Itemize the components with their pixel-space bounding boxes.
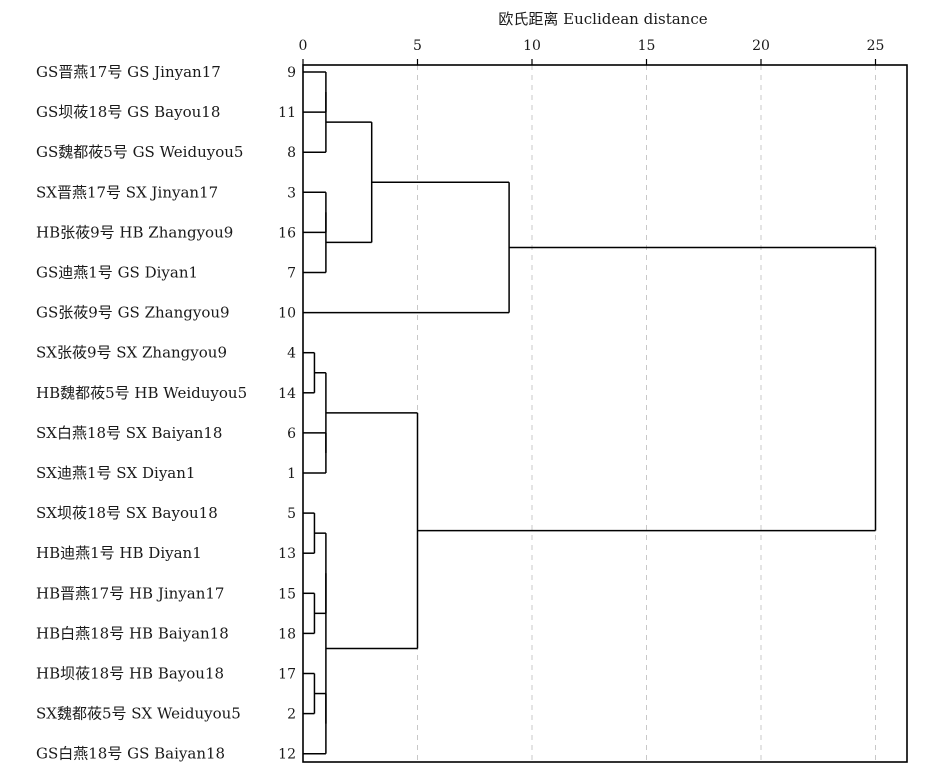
leaf-number: 13 bbox=[278, 546, 296, 562]
leaf-number: 5 bbox=[287, 506, 296, 522]
leaf-label: GS坝莜18号 GS Bayou18 bbox=[36, 103, 220, 121]
leaf-label: SX魏都莜5号 SX Weiduyou5 bbox=[36, 705, 241, 723]
leaf-label: GS魏都莜5号 GS Weiduyou5 bbox=[36, 143, 243, 161]
leaf-number: 11 bbox=[278, 105, 296, 121]
x-axis-ticks: 0 5 10 15 20 25 bbox=[299, 38, 885, 65]
leaf-label: SX迪燕1号 SX Diyan1 bbox=[36, 464, 195, 482]
plot-frame bbox=[302, 64, 908, 763]
leaf-number: 6 bbox=[287, 426, 296, 442]
leaf-number: 3 bbox=[287, 185, 296, 201]
leaf-number: 2 bbox=[287, 707, 296, 723]
x-tick-label: 0 bbox=[299, 38, 308, 54]
leaf-label: HB迪燕1号 HB Diyan1 bbox=[36, 544, 202, 562]
leaf-label: SX晋燕17号 SX Jinyan17 bbox=[36, 183, 218, 201]
leaf-number: 7 bbox=[287, 266, 296, 282]
leaf-label: GS白燕18号 GS Baiyan18 bbox=[36, 745, 225, 763]
leaf-number: 15 bbox=[278, 586, 296, 602]
leaf-label: HB魏都莜5号 HB Weiduyou5 bbox=[36, 384, 247, 402]
x-tick-label: 10 bbox=[523, 38, 541, 54]
leaf-label: GS晋燕17号 GS Jinyan17 bbox=[36, 63, 221, 81]
grid-lines bbox=[417, 65, 876, 762]
leaf-number: 10 bbox=[278, 306, 296, 322]
leaf-label: GS迪燕1号 GS Diyan1 bbox=[36, 264, 198, 282]
leaf-number: 8 bbox=[287, 145, 296, 161]
leaf-label: HB坝莜18号 HB Bayou18 bbox=[36, 665, 224, 683]
leaf-label: HB张莜9号 HB Zhangyou9 bbox=[36, 223, 233, 241]
x-tick-label: 20 bbox=[752, 38, 770, 54]
dendrogram-branches bbox=[303, 71, 877, 755]
leaf-number: 4 bbox=[287, 346, 296, 362]
x-tick-label: 5 bbox=[413, 38, 422, 54]
leaf-number: 17 bbox=[278, 667, 296, 683]
leaf-label: HB白燕18号 HB Baiyan18 bbox=[36, 624, 229, 642]
leaf-number: 14 bbox=[278, 386, 296, 402]
x-axis-title: 欧氏距离 Euclidean distance bbox=[498, 10, 707, 28]
leaf-label: SX坝莜18号 SX Bayou18 bbox=[36, 504, 218, 522]
leaf-number: 16 bbox=[278, 225, 296, 241]
leaf-number: 18 bbox=[278, 626, 296, 642]
x-tick-label: 15 bbox=[638, 38, 656, 54]
leaf-label: GS张莜9号 GS Zhangyou9 bbox=[36, 304, 230, 322]
leaf-label: HB晋燕17号 HB Jinyan17 bbox=[36, 584, 224, 602]
leaf-number: 12 bbox=[278, 747, 296, 763]
leaf-label: SX张莜9号 SX Zhangyou9 bbox=[36, 344, 227, 362]
leaf-number: 1 bbox=[287, 466, 296, 482]
x-tick-label: 25 bbox=[867, 38, 885, 54]
leaf-label: SX白燕18号 SX Baiyan18 bbox=[36, 424, 222, 442]
leaf-number: 9 bbox=[287, 65, 296, 81]
